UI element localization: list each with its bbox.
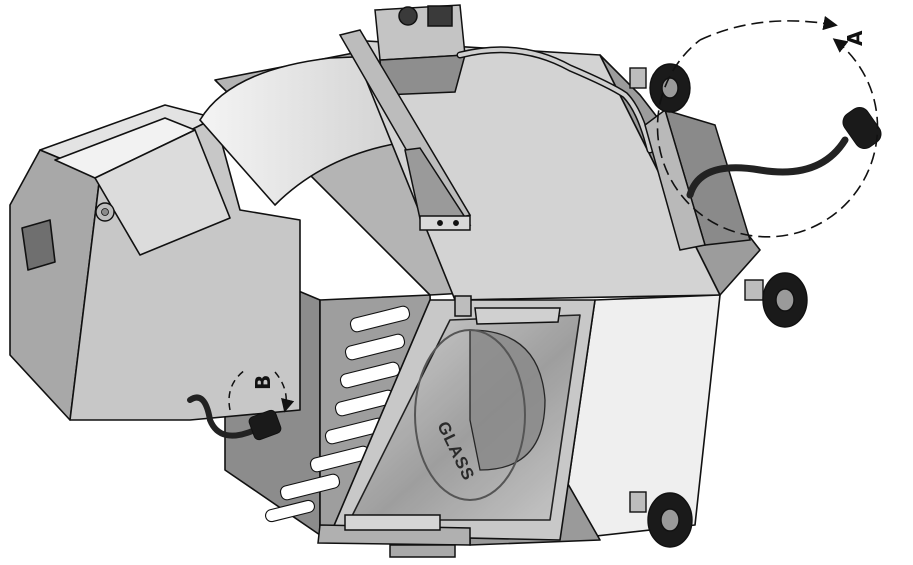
side-switch-box	[21, 219, 56, 271]
bottom-frame	[317, 514, 471, 558]
blade-guard-arc	[469, 329, 546, 471]
vent-slots	[265, 305, 411, 523]
control-knob[interactable]	[398, 6, 418, 26]
control-switch[interactable]	[427, 5, 453, 27]
dashed-arc-top	[699, 15, 838, 41]
control-box	[374, 4, 466, 96]
side-power-cord	[187, 394, 258, 439]
dashed-circular-arrow-icon	[656, 38, 879, 238]
motor-housing	[9, 104, 301, 421]
dashed-arc-arrow-icon	[228, 369, 286, 410]
blade-guide	[338, 29, 472, 231]
knob-center	[101, 208, 109, 216]
rear-motor-box	[644, 108, 751, 251]
plug-icon	[842, 107, 882, 149]
saw-blade	[414, 329, 526, 501]
rear-power-cord	[686, 136, 849, 199]
door-handle[interactable]	[454, 295, 561, 325]
caster-wheel-icon	[629, 63, 808, 548]
compartment-inner	[94, 129, 231, 256]
callout-a: A	[843, 30, 867, 46]
callout-b: B	[251, 375, 275, 390]
